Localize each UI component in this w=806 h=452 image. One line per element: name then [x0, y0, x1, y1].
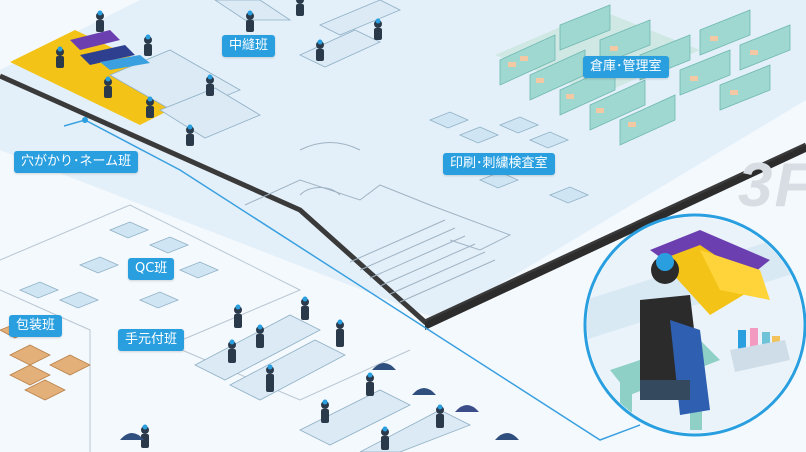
zone-label-souko[interactable]: 倉庫･管理室 [583, 56, 669, 78]
corridor-lines [244, 142, 512, 303]
desks [18, 111, 590, 309]
zoom-detail [583, 213, 806, 437]
fabric-rolls [70, 30, 150, 70]
zone-label-anagakari[interactable]: 穴がかり･ネーム班 [14, 151, 139, 173]
zone-label-temoto[interactable]: 手元付班 [118, 329, 185, 351]
zone-label-housou[interactable]: 包装班 [9, 315, 63, 337]
zone-label-insatsu[interactable]: 印刷･刺繍検査室 [443, 153, 555, 175]
zone-label-qc[interactable]: QC班 [128, 258, 175, 280]
zone-label-chukei[interactable]: 中縫班 [222, 35, 276, 57]
connector-lines [63, 119, 641, 441]
floor-wall-edge [425, 145, 806, 330]
umbrellas [120, 363, 519, 440]
connector-dot [82, 117, 88, 123]
workers [56, 0, 444, 450]
floor-number: 3F [738, 151, 806, 220]
sewing-tables-upper [109, 0, 401, 139]
